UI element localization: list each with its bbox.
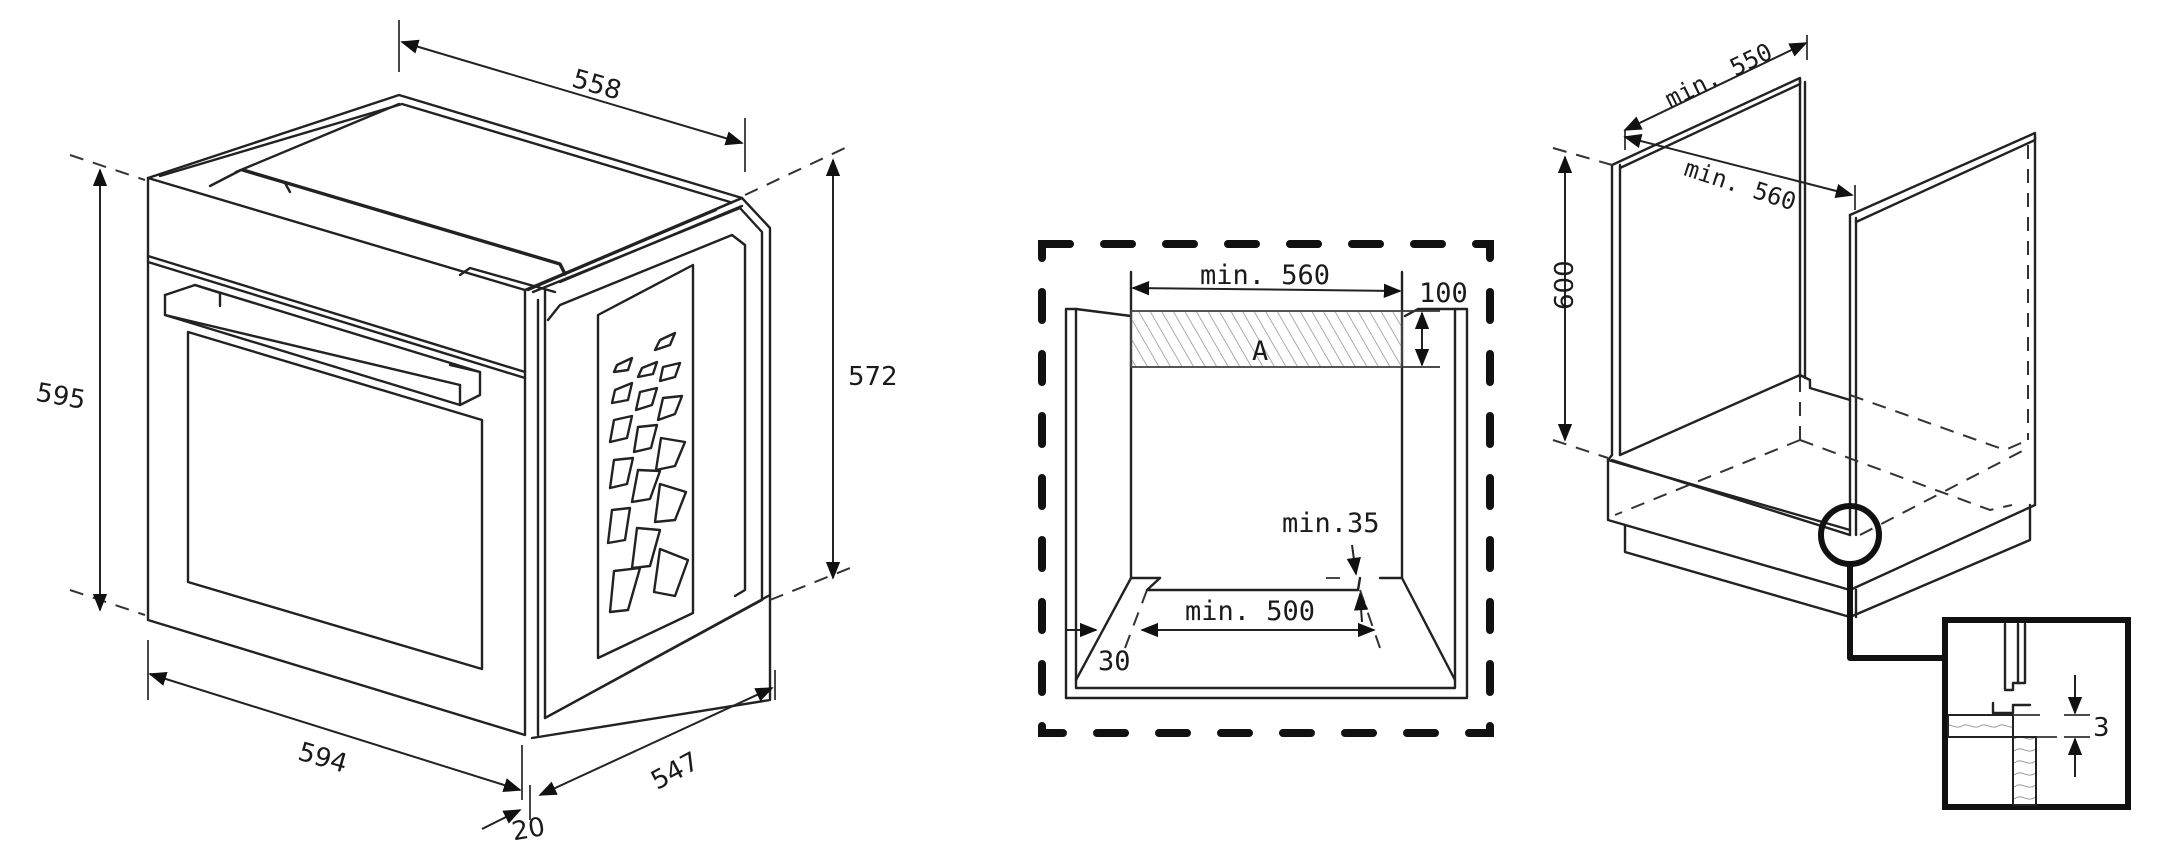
dim-558-label: 558 [569, 64, 625, 107]
dim-547-label: 547 [646, 747, 704, 797]
dim-594-label: 594 [295, 737, 351, 780]
oven-dimension-arrows [92, 39, 841, 830]
detail-inset: 3 [1942, 617, 2131, 810]
wall-installation-view: min. 560 100 A min.35 min. 500 30 [1038, 240, 1494, 737]
detail-gap-3-label: 3 [2093, 713, 2110, 743]
cabinet-dimension-arrows [1557, 42, 1854, 442]
oven-top [146, 93, 744, 294]
dim-600-label: 600 [1550, 260, 1580, 310]
oven-front-face [146, 176, 527, 737]
dim-min-35-label: min.35 [1282, 508, 1380, 539]
installation-zone-border [1038, 240, 1494, 737]
door-handle [163, 283, 482, 407]
dim-min-500-label: min. 500 [1185, 596, 1315, 627]
dim-595-label: 595 [34, 378, 88, 416]
dim-20-label: 20 [510, 812, 548, 847]
oven-extension-lines [69, 20, 851, 820]
dim-100-label: 100 [1419, 278, 1468, 309]
vent-area-a [1130, 310, 1403, 368]
dim-min-560-label: min. 560 [1200, 260, 1330, 291]
dim-min-560-cabinet-label: min. 560 [1681, 154, 1800, 216]
oven-isometric-view: 558 595 572 594 547 20 [34, 20, 898, 847]
detail-leader-line [1847, 561, 1948, 661]
door-window [186, 330, 484, 671]
cabinet-isometric-view: min. 550 min. 560 600 3 [1550, 35, 2131, 810]
oven-side-face [523, 196, 772, 740]
wall-dimension-arrows [1066, 280, 1430, 638]
cabinet-hidden-lines [1614, 378, 2029, 536]
vent-diamonds [606, 331, 690, 614]
vent-area-label: A [1252, 336, 1268, 367]
dim-572-label: 572 [848, 362, 898, 392]
dim-30-label: 30 [1098, 646, 1131, 677]
side-vent-panel [596, 263, 695, 660]
